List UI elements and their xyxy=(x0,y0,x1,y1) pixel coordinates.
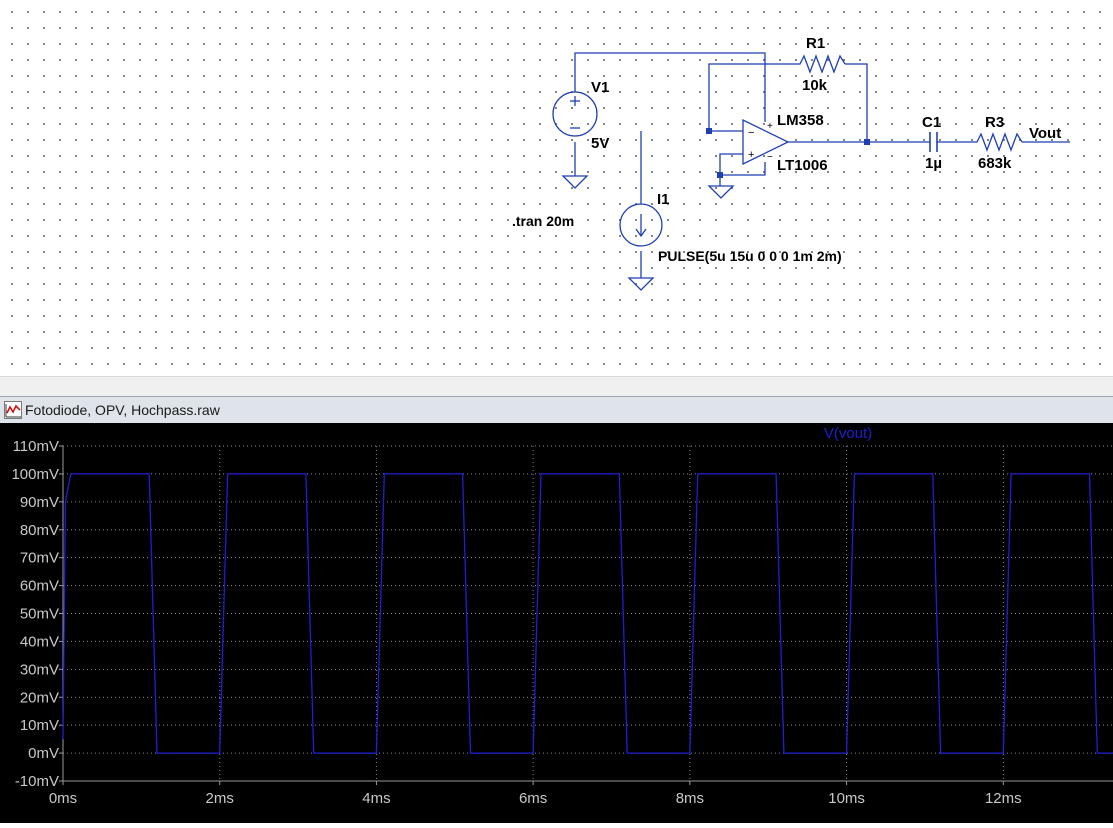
c1-capacitor[interactable] xyxy=(929,132,938,152)
x-tick-label: 10ms xyxy=(828,790,865,807)
y-tick-label: 100mV xyxy=(11,466,59,483)
c1-value-label: 1µ xyxy=(925,155,942,172)
svg-text:−: − xyxy=(767,152,773,163)
x-tick-label: 12ms xyxy=(985,790,1022,807)
y-tick-label: 20mV xyxy=(20,689,59,706)
v1-voltage-source[interactable] xyxy=(552,91,598,137)
junctions xyxy=(706,128,870,178)
wires xyxy=(574,52,1070,278)
waveform-plot-area[interactable]: -10mV 0mV 10mV 20mV 30mV 40mV 50mV 60mV 70mV 80mV… xyxy=(0,423,1113,823)
y-tick-label: 10mV xyxy=(20,717,59,734)
schematic-editor[interactable]: V1 5V R1 10k − + + − LM358 LT1006 C1 1µ xyxy=(0,0,1113,376)
opamp-part-label: LT1006 xyxy=(777,157,828,174)
r1-name-label: R1 xyxy=(806,35,825,52)
v1-value-label: 5V xyxy=(591,135,609,152)
y-tick-label: 90mV xyxy=(20,494,59,511)
r1-resistor[interactable] xyxy=(795,54,846,74)
x-tick-label: 8ms xyxy=(676,790,704,807)
plot-window[interactable]: Fotodiode, OPV, Hochpass.raw -10mV 0mV 10m… xyxy=(0,396,1113,823)
y-tick-label: -10mV xyxy=(15,773,59,790)
r3-value-label: 683k xyxy=(978,155,1012,172)
y-tick-label: 80mV xyxy=(20,522,59,539)
svg-text:+: + xyxy=(767,121,773,132)
y-tick-label: 60mV xyxy=(20,578,59,595)
ground-symbols xyxy=(561,175,735,291)
plot-titlebar[interactable]: Fotodiode, OPV, Hochpass.raw xyxy=(0,396,1113,424)
i1-value-label: PULSE(5u 15u 0 0 0 1m 2m) xyxy=(658,248,842,264)
window-separator xyxy=(0,376,1113,397)
waveform-chart[interactable]: -10mV 0mV 10mV 20mV 30mV 40mV 50mV 60mV 70mV 80mV… xyxy=(0,423,1113,823)
c1-name-label: C1 xyxy=(922,114,941,131)
x-tick-label: 4ms xyxy=(362,790,390,807)
x-tick-label: 6ms xyxy=(519,790,547,807)
v1-name-label: V1 xyxy=(591,79,609,96)
tran-directive[interactable]: .tran 20m xyxy=(512,213,574,229)
r3-resistor[interactable] xyxy=(972,132,1023,152)
i1-current-source[interactable] xyxy=(619,199,663,247)
waveform-icon xyxy=(4,401,22,419)
schematic-canvas[interactable]: V1 5V R1 10k − + + − LM358 LT1006 C1 1µ xyxy=(0,0,1113,376)
svg-text:−: − xyxy=(748,127,754,139)
i1-name-label: I1 xyxy=(657,191,670,208)
x-tick-label: 0ms xyxy=(49,790,77,807)
svg-text:+: + xyxy=(748,149,754,161)
trace-legend-label: V(vout) xyxy=(824,425,872,442)
y-tick-label: 110mV xyxy=(13,438,59,455)
r3-name-label: R3 xyxy=(985,114,1004,131)
x-tick-label: 2ms xyxy=(206,790,234,807)
y-tick-label: 0mV xyxy=(28,745,59,762)
r1-value-label: 10k xyxy=(802,77,828,94)
vout-net-label: Vout xyxy=(1029,125,1061,142)
trace-vout-line xyxy=(62,473,1113,754)
y-tick-label: 40mV xyxy=(20,633,59,650)
y-tick-label: 70mV xyxy=(20,550,59,567)
y-tick-label: 50mV xyxy=(20,606,59,623)
plot-title: Fotodiode, OPV, Hochpass.raw xyxy=(25,402,220,418)
opamp-model-label: LM358 xyxy=(777,112,824,129)
opamp-symbol[interactable]: − + + − xyxy=(742,118,790,166)
y-tick-label: 30mV xyxy=(20,661,59,678)
